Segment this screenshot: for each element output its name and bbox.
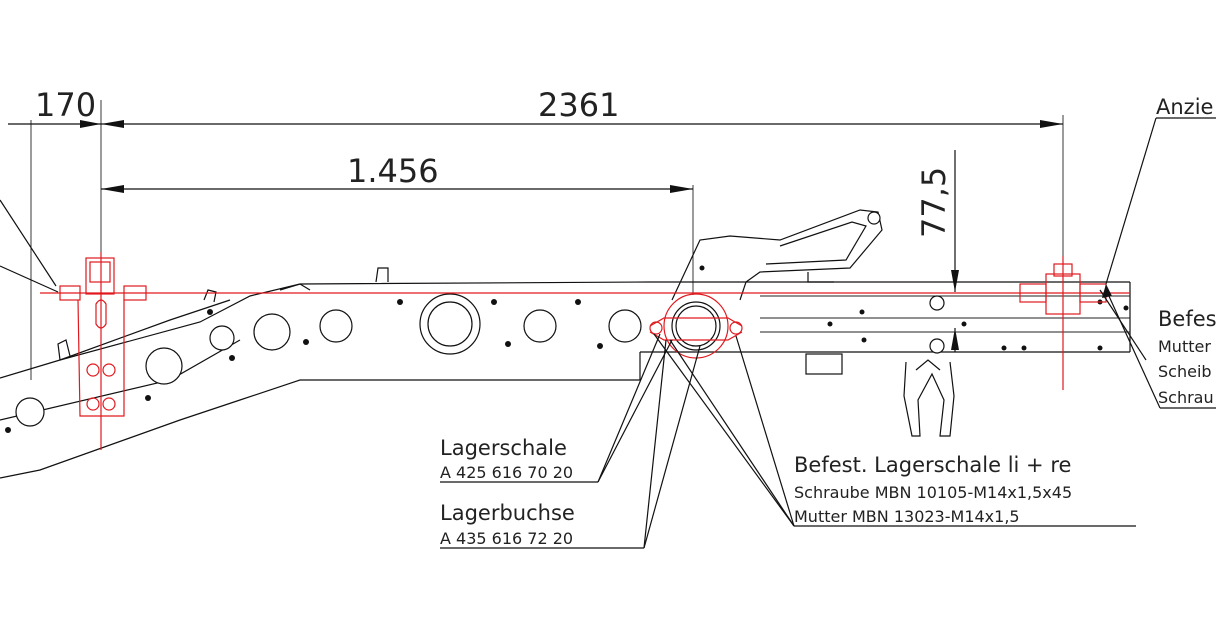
label-right-scheib: Scheib: [1158, 362, 1212, 381]
bearing-shell: [649, 293, 743, 359]
label-lagerbuchse-part: A 435 616 72 20: [440, 529, 573, 548]
frame-rail: [0, 281, 1131, 479]
dim-77-5: 77,5: [915, 167, 953, 238]
leader-lines: [0, 117, 1216, 549]
left-bracket: [59, 252, 147, 450]
label-lagerschale-part: A 425 616 70 20: [440, 463, 573, 482]
dimension-lines: [8, 100, 1064, 380]
label-befest-schraube: Schraube MBN 10105-M14x1,5x45: [794, 483, 1072, 502]
dim-2361: 2361: [538, 86, 619, 124]
label-lagerbuchse: Lagerbuchse: [440, 501, 575, 525]
dim-1456: 1.456: [347, 152, 439, 190]
dim-170: 170: [35, 86, 96, 124]
lower-hanger: [903, 359, 955, 437]
stabilizer-arm: [671, 209, 883, 301]
right-coupling: [1019, 256, 1107, 390]
label-befest: Befest. Lagerschale li + re: [794, 453, 1071, 477]
label-right-anzie: Anzie: [1156, 95, 1213, 119]
label-right-mutter: Mutter: [1158, 337, 1211, 356]
label-right-befes: Befes: [1158, 307, 1216, 331]
top-brackets: [57, 267, 389, 361]
rail-holes: [5, 293, 1129, 433]
label-lagerschale: Lagerschale: [440, 436, 567, 460]
label-right-schrau: Schrau: [1158, 388, 1214, 407]
label-befest-mutter: Mutter MBN 13023-M14x1,5: [794, 507, 1020, 526]
